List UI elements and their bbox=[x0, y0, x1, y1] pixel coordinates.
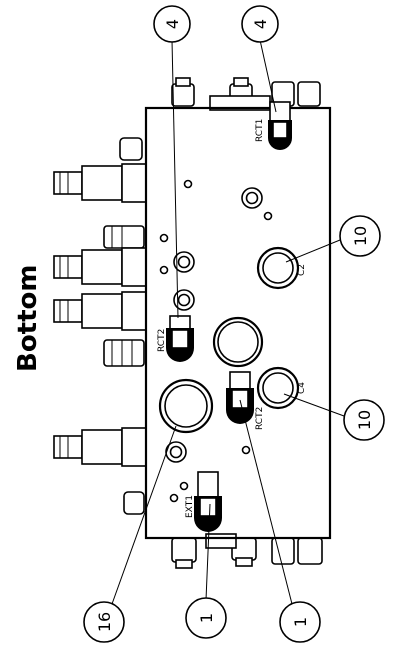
port-fittings bbox=[166, 101, 292, 532]
callout-balloon: 16 bbox=[83, 601, 125, 643]
port-label-c4: C4 bbox=[297, 382, 307, 394]
callout-balloon: 4 bbox=[241, 5, 279, 43]
callout-balloon: 4 bbox=[153, 5, 191, 43]
manifold-body bbox=[144, 106, 332, 540]
bottom-fittings bbox=[171, 533, 323, 569]
callout-balloon: 10 bbox=[339, 215, 381, 257]
callout-balloon: 1 bbox=[279, 601, 321, 643]
view-title: Bottom bbox=[13, 265, 43, 373]
callout-label: 1 bbox=[291, 617, 310, 627]
plugs-large bbox=[158, 246, 300, 434]
plugs-small bbox=[165, 187, 263, 463]
callout-label: 16 bbox=[95, 612, 114, 632]
port-label-rct2-lower: RCT2 bbox=[255, 407, 265, 430]
port-label-rct1: RCT1 bbox=[255, 119, 265, 142]
leader-lines bbox=[111, 39, 345, 605]
callout-label: 10 bbox=[351, 226, 370, 246]
left-valves bbox=[53, 137, 147, 515]
callout-label: 1 bbox=[197, 613, 216, 623]
port-label-c2: C2 bbox=[297, 264, 307, 276]
callout-label: 4 bbox=[163, 19, 182, 29]
callout-balloon: 1 bbox=[185, 597, 227, 639]
top-fittings bbox=[171, 77, 321, 111]
small-holes bbox=[159, 179, 273, 503]
callout-label: 10 bbox=[355, 410, 374, 430]
port-label-ext1: EXT1 bbox=[185, 495, 195, 518]
port-label-rct2-upper: RCT2 bbox=[157, 329, 167, 352]
callout-label: 4 bbox=[251, 19, 270, 29]
callout-balloon: 10 bbox=[343, 399, 385, 441]
